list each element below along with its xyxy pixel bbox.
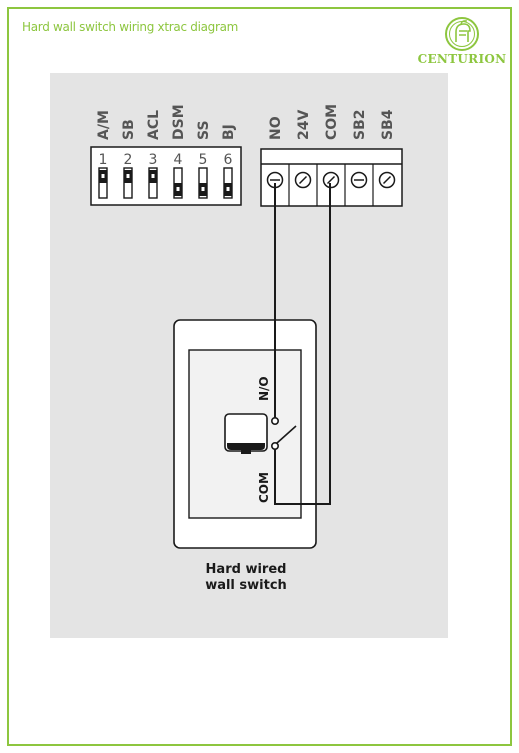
terminal-label-com: COM (324, 104, 340, 140)
caption-line-2: wall switch (205, 578, 287, 593)
terminal-label-sb4: SB4 (380, 109, 396, 140)
switch-no-label: N/O (257, 376, 271, 401)
dip-switch-block: A/M 1 SB 2 ACL 3 DSM 4 SS 5 BJ 6 (90, 104, 242, 206)
dip-label-5: SS (196, 120, 212, 140)
helmet-icon (445, 17, 479, 51)
dip-label-3: ACL (146, 110, 162, 140)
dip-knob-mark-1 (101, 174, 105, 178)
dip-knob-mark-3 (151, 174, 155, 178)
dip-label-2: SB (121, 119, 137, 140)
dip-number-4: 4 (174, 152, 183, 168)
dip-knob-mark-5 (201, 187, 205, 191)
com-contact (271, 441, 280, 450)
screw-slot-com (326, 175, 336, 185)
no-contact (271, 416, 280, 425)
terminal-label-no: NO (268, 116, 284, 140)
dip-knob-mark-4 (176, 187, 180, 191)
dip-label-1: A/M (96, 110, 112, 140)
dip-number-2: 2 (124, 152, 133, 168)
dip-number-1: 1 (99, 152, 108, 168)
wire-com (274, 183, 331, 505)
wall-switch: N/O COM (173, 319, 317, 549)
terminal-block: NO 24V COM SB2 SB4 (260, 104, 403, 207)
dip-number-5: 5 (199, 152, 208, 168)
screw-slot-sb4 (382, 175, 392, 185)
dip-knob-mark-2 (126, 174, 130, 178)
dip-label-6: BJ (221, 124, 237, 140)
terminal-label-sb2: SB2 (352, 110, 368, 141)
terminal-label-24v: 24V (296, 110, 312, 140)
page-title: Hard wall switch wiring xtrac diagram (22, 20, 239, 34)
page-frame (7, 7, 512, 746)
switch-blade (276, 425, 297, 444)
switch-rocker (224, 413, 268, 454)
screw-slot-24v (298, 175, 308, 185)
caption-line-1: Hard wired (205, 562, 287, 577)
switch-com-label: COM (257, 472, 271, 503)
wires (274, 183, 331, 505)
dip-label-4: DSM (171, 104, 187, 140)
dip-number-3: 3 (149, 152, 158, 168)
dip-number-6: 6 (224, 152, 233, 168)
brand-name: CENTURION (417, 52, 507, 66)
dip-knob-mark-6 (226, 187, 230, 191)
centurion-logo: CENTURION (412, 14, 512, 72)
wall-switch-caption: Hard wired wall switch (175, 562, 317, 594)
